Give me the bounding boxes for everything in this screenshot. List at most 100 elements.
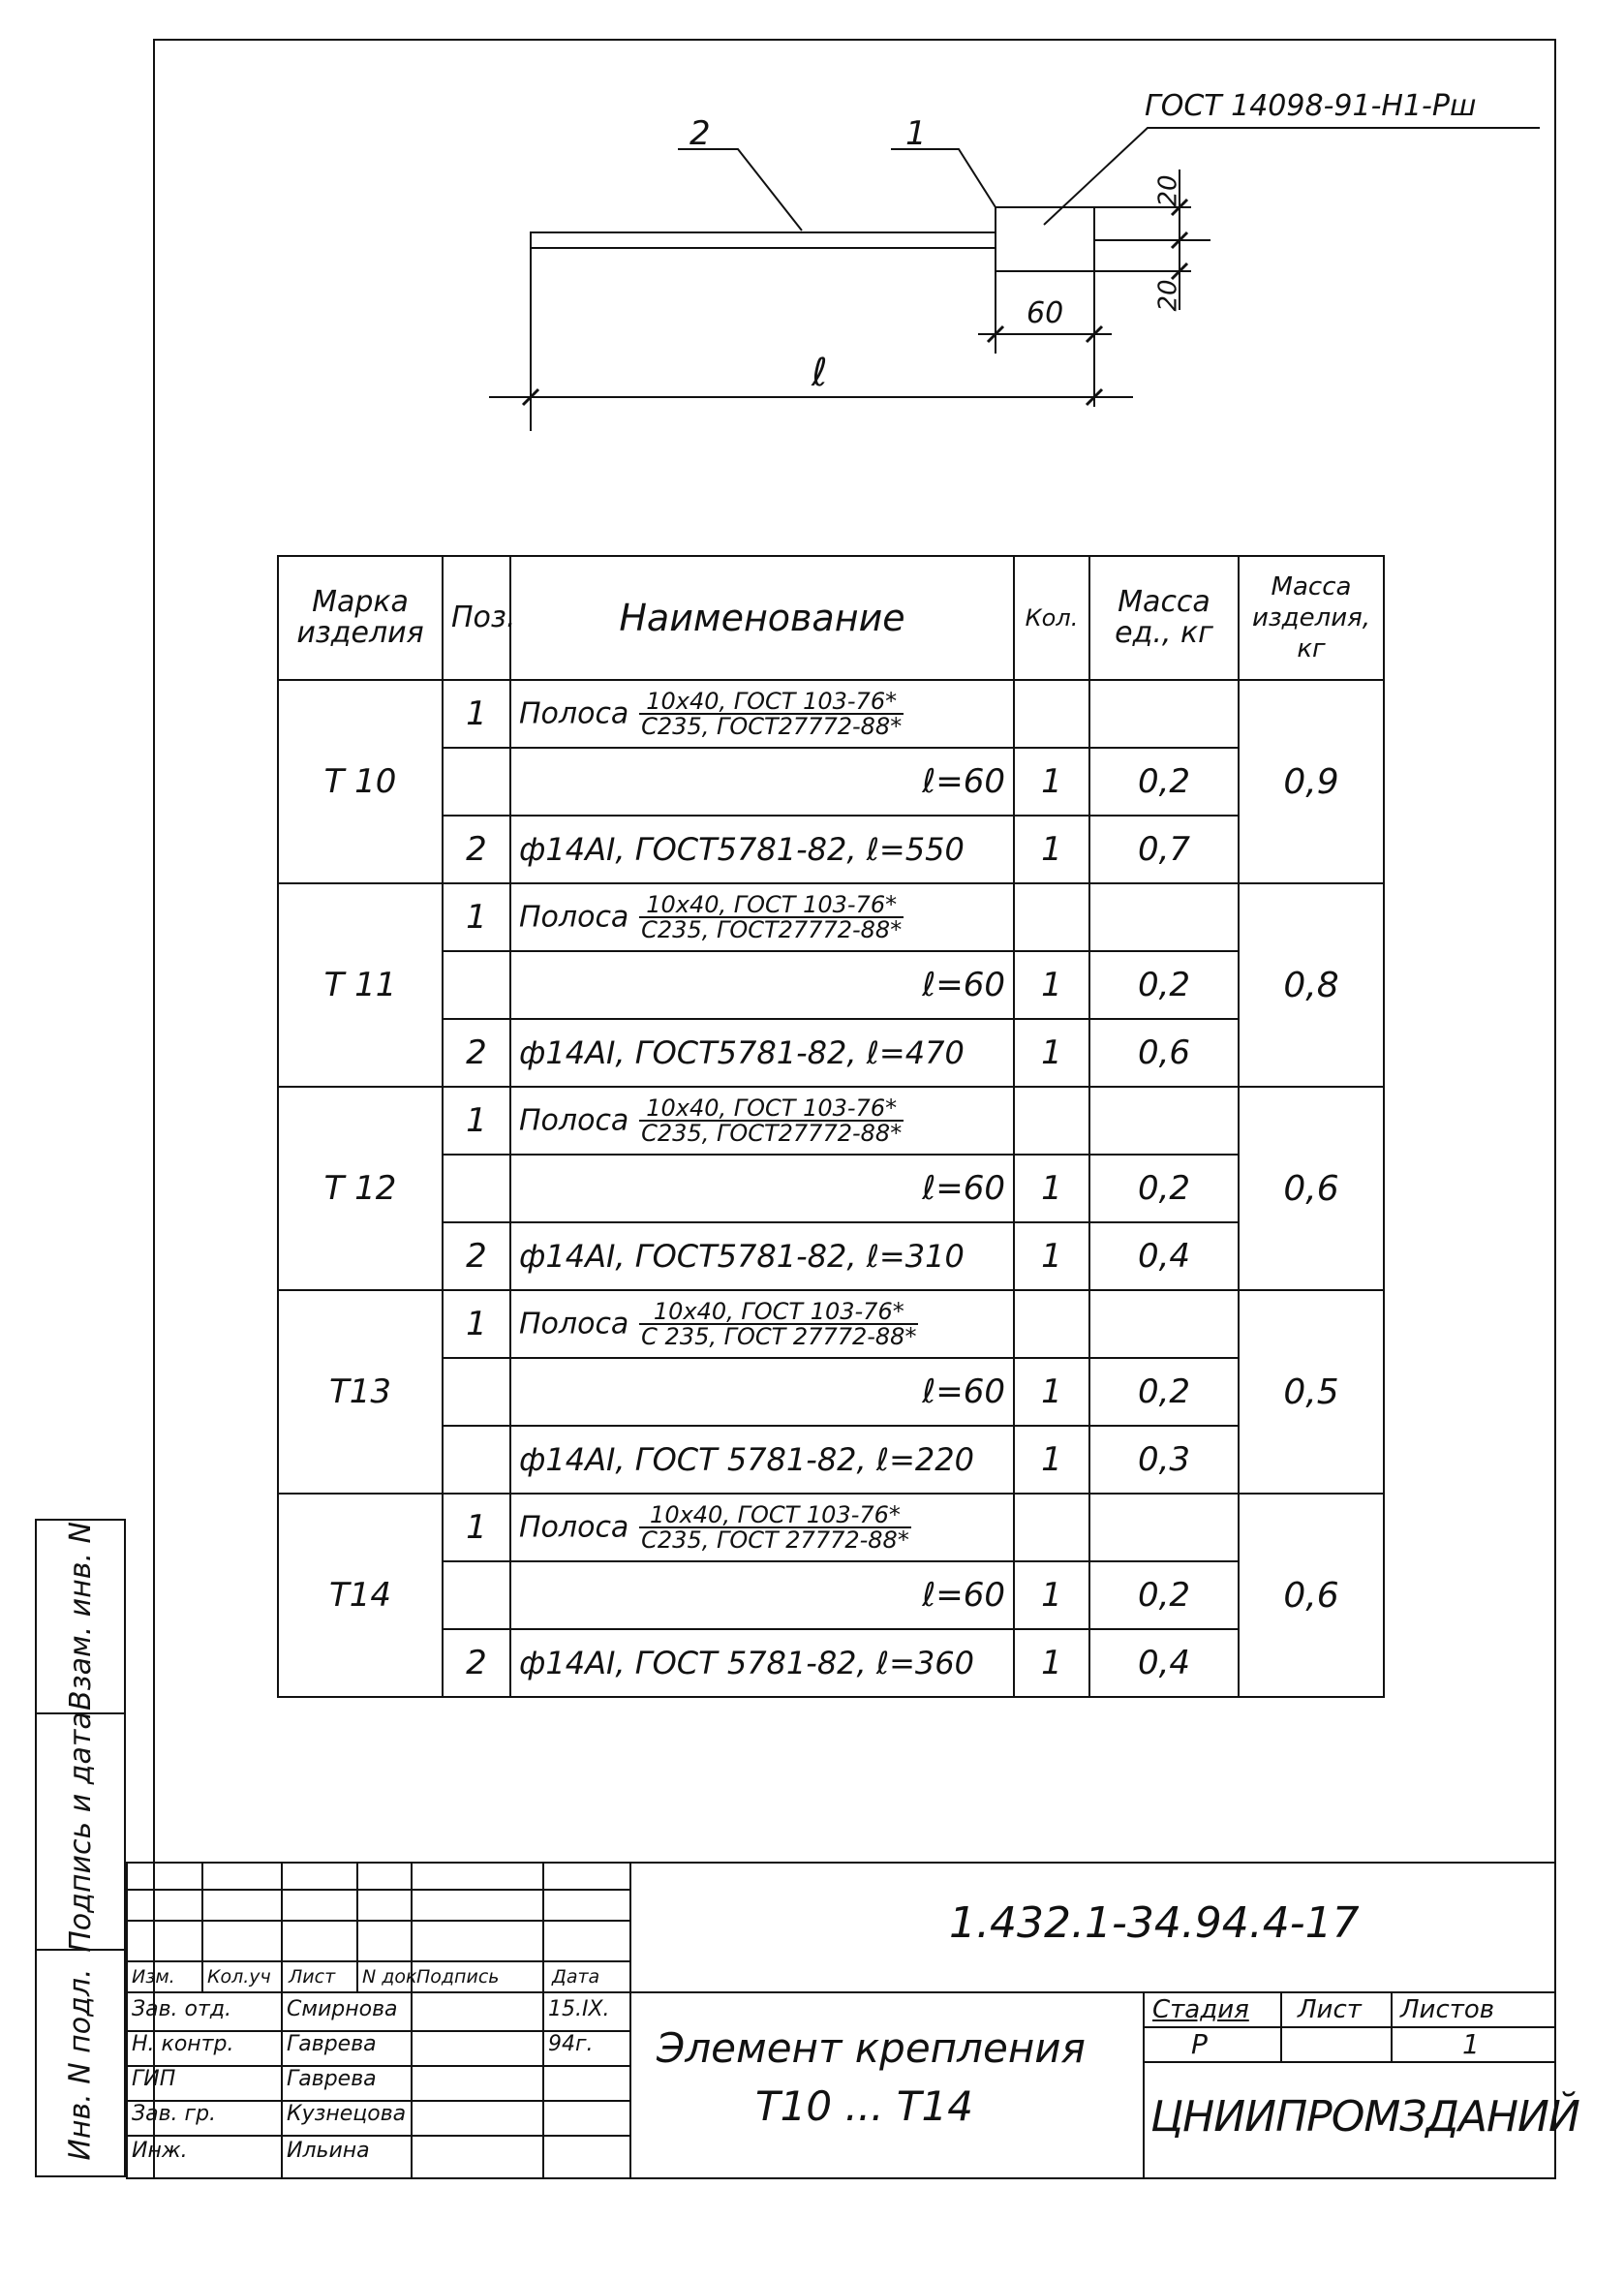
empty-cell <box>1013 1493 1090 1562</box>
item-qty: 1 <box>1013 1154 1090 1223</box>
empty-cell <box>442 1560 511 1630</box>
tb-date: 15.IX. <box>548 1997 610 2021</box>
tb-col-kolych: Кол.уч <box>207 1966 271 1988</box>
item-strip-name: Полоса 10х40, ГОСТ 103-76*С235, ГОСТ2777… <box>509 882 1015 952</box>
tb-role: Инж. <box>132 2139 188 2163</box>
item-rod-name: ф14АI, ГОСТ5781-82, ℓ=550 <box>509 815 1015 884</box>
table-header-row: Марка изделия Поз. Наименование Кол. Мас… <box>277 555 1385 681</box>
stage-label: Стадия <box>1152 1995 1249 2024</box>
strip-prefix: Полоса <box>519 1103 629 1138</box>
sheets-value: 1 <box>1462 2028 1480 2060</box>
header-qty: Кол. <box>1013 555 1090 681</box>
item-strip-name: Полоса 10х40, ГОСТ 103-76*С235, ГОСТ 277… <box>509 1493 1015 1562</box>
rod-shape <box>530 231 996 249</box>
item-strip-length: ℓ=60 <box>509 1560 1015 1630</box>
strip-spec: 10х40, ГОСТ 103-76*С 235, ГОСТ 27772-88* <box>639 1300 919 1350</box>
empty-cell <box>442 1154 511 1223</box>
element-sketch <box>489 127 1540 431</box>
item-pos: 2 <box>442 1018 511 1088</box>
empty-cell <box>1088 1289 1240 1359</box>
item-qty: 1 <box>1013 1560 1090 1630</box>
strip-spec-num: 10х40, ГОСТ 103-76* <box>639 1300 919 1325</box>
strip-prefix: Полоса <box>519 900 629 935</box>
tb-date: 94г. <box>548 2032 594 2056</box>
tb-person: Смирнова <box>287 1997 398 2021</box>
tb-role: Н. контр. <box>132 2032 234 2056</box>
tb-role: Зав. отд. <box>132 1997 232 2021</box>
empty-cell <box>1013 1289 1090 1359</box>
specification-table: Марка изделия Поз. Наименование Кол. Мас… <box>277 555 1385 1698</box>
strip-spec-num: 10х40, ГОСТ 103-76* <box>639 893 904 918</box>
item-unit-mass: 0,2 <box>1088 950 1240 1020</box>
header-name: Наименование <box>509 555 1015 681</box>
item-unit-mass: 0,2 <box>1088 1357 1240 1427</box>
side-stamp-replace-inv: Взам. инв. N <box>63 1521 98 1711</box>
pos1-label: 1 <box>905 114 927 153</box>
strip-spec: 10х40, ГОСТ 103-76*С235, ГОСТ 27772-88* <box>639 1503 911 1552</box>
sheets-label: Листов <box>1400 1995 1495 2024</box>
side-divider <box>35 1712 126 1714</box>
item-strip-name: Полоса 10х40, ГОСТ 103-76*С 235, ГОСТ 27… <box>509 1289 1015 1359</box>
strip-prefix: Полоса <box>519 1510 629 1545</box>
tb-person: Ильина <box>287 2139 370 2163</box>
empty-cell <box>442 1357 511 1427</box>
item-mark: Т13 <box>277 1289 444 1495</box>
header-item-mass: Масса изделия, кг <box>1238 555 1385 681</box>
item-qty: 1 <box>1013 1018 1090 1088</box>
strip-prefix: Полоса <box>519 696 629 731</box>
item-unit-mass: 0,2 <box>1088 1560 1240 1630</box>
item-mark: Т 10 <box>277 679 444 884</box>
item-pos: 1 <box>442 679 511 749</box>
strip-spec-den: С235, ГОСТ27772-88* <box>641 916 903 943</box>
item-mark: Т 11 <box>277 882 444 1088</box>
item-qty: 1 <box>1013 950 1090 1020</box>
strip-spec: 10х40, ГОСТ 103-76*С235, ГОСТ27772-88* <box>639 1096 904 1145</box>
stage-value: Р <box>1191 2028 1208 2060</box>
leader-pos2 <box>678 148 803 231</box>
strip-spec-num: 10х40, ГОСТ 103-76* <box>639 1096 904 1122</box>
item-unit-mass: 0,2 <box>1088 1154 1240 1223</box>
dim-20-top-label: 20 <box>1153 174 1183 207</box>
item-pos: 1 <box>442 1289 511 1359</box>
title-line-2: Т10 ... Т14 <box>755 2082 973 2130</box>
side-stamp-box <box>35 1519 126 2177</box>
strip-spec-den: С235, ГОСТ27772-88* <box>641 713 903 740</box>
item-unit-mass: 0,2 <box>1088 747 1240 817</box>
item-unit-mass: 0,6 <box>1088 1018 1240 1088</box>
item-total-mass: 0,6 <box>1238 1086 1385 1291</box>
item-unit-mass: 0,4 <box>1088 1221 1240 1291</box>
header-mark: Марка изделия <box>277 555 444 681</box>
tb-person: Гаврева <box>287 2067 377 2091</box>
item-total-mass: 0,5 <box>1238 1289 1385 1495</box>
header-unit-mass: Масса ед., кг <box>1088 555 1240 681</box>
item-strip-name: Полоса 10х40, ГОСТ 103-76*С235, ГОСТ2777… <box>509 679 1015 749</box>
empty-cell <box>1013 679 1090 749</box>
leader-gost <box>1043 127 1540 226</box>
strip-spec: 10х40, ГОСТ 103-76*С235, ГОСТ27772-88* <box>639 893 904 941</box>
item-rod-name: ф14АI, ГОСТ 5781-82, ℓ=220 <box>509 1425 1015 1495</box>
item-unit-mass: 0,4 <box>1088 1628 1240 1698</box>
item-total-mass: 0,6 <box>1238 1493 1385 1698</box>
item-qty: 1 <box>1013 1628 1090 1698</box>
item-strip-name: Полоса 10х40, ГОСТ 103-76*С235, ГОСТ2777… <box>509 1086 1015 1156</box>
tb-col-list: Лист <box>289 1966 336 1988</box>
empty-cell <box>442 747 511 817</box>
item-qty: 1 <box>1013 1425 1090 1495</box>
gost-callout: ГОСТ 14098-91-Н1-Рш <box>1145 89 1477 123</box>
sheet-label: Лист <box>1298 1995 1362 2024</box>
strip-spec-den: С 235, ГОСТ 27772-88* <box>641 1323 917 1350</box>
item-pos: 1 <box>442 882 511 952</box>
